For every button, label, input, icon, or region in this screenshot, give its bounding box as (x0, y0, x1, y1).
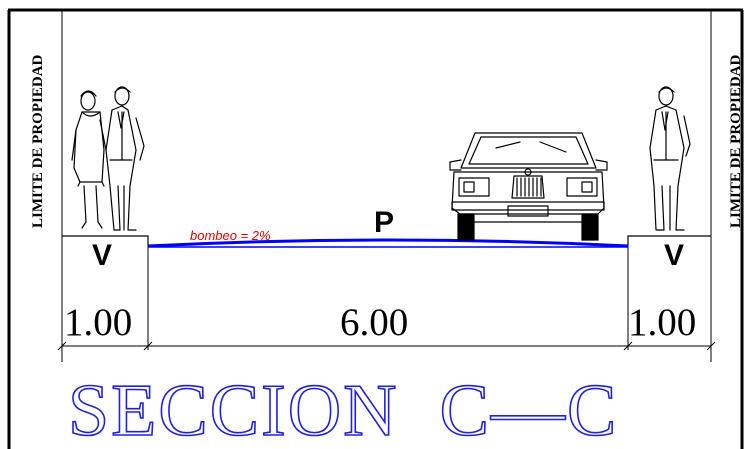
left-sidewalk-label: V (92, 239, 112, 272)
slope-note: bombeo = 2% (190, 228, 271, 243)
frame (7, 8, 744, 449)
road-surface (147, 238, 629, 248)
left-sidewalk (62, 235, 149, 350)
right-sidewalk (627, 235, 711, 350)
dimension-left: 1.00 (64, 301, 132, 344)
car-front-icon (449, 132, 608, 241)
roadway-label: P (374, 206, 394, 239)
pedestrian-icon (649, 86, 691, 231)
pedestrian-couple-icon (71, 86, 145, 231)
section-title: SECCION C—C (68, 370, 618, 449)
property-limit-lines (61, 10, 712, 362)
property-limit-label-left: LIMITE DE PROPIEDAD (30, 54, 46, 228)
right-sidewalk-label: V (664, 239, 684, 272)
dimension-center: 6.00 (340, 301, 408, 344)
property-limit-label-right: LIMITE DE PROPIEDAD (728, 54, 744, 228)
dimension-line (57, 341, 716, 351)
dimension-right: 1.00 (628, 301, 696, 344)
